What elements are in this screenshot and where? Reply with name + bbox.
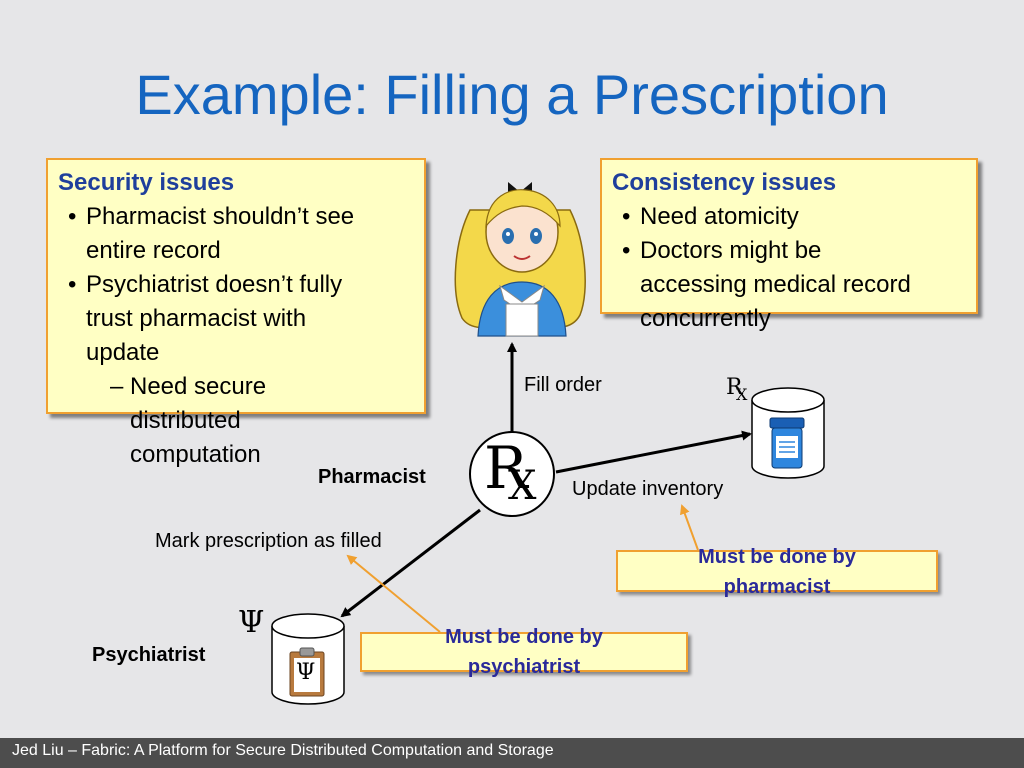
psychiatrist-note-arrow xyxy=(346,554,441,633)
psychiatrist-note-text: Must be done by psychiatrist xyxy=(360,622,688,682)
pharmacist-note-text: Must be done by pharmacist xyxy=(616,542,938,602)
psychiatrist-note-line-1: Must be done by xyxy=(445,626,603,648)
prescription-diagram xyxy=(271,182,825,705)
security-issues-text: Security issues Pharmacist shouldn’t see… xyxy=(58,166,428,472)
security-bullet-2-line-3: update xyxy=(86,339,160,366)
clipboard-psi-symbol: Ψ xyxy=(296,660,316,685)
consistency-issues-heading: Consistency issues xyxy=(612,169,837,196)
mark-filled-label: Mark prescription as filled xyxy=(155,530,382,552)
security-sub-line-3: computation xyxy=(130,441,261,468)
security-sub-bullet: Need secure distributed computation xyxy=(58,370,428,472)
small-rx-symbol: R X xyxy=(726,376,756,410)
prescription-circle xyxy=(469,431,555,517)
cartoon-girl-icon xyxy=(454,182,586,337)
consistency-bullet-2-line-3: concurrently xyxy=(640,305,771,332)
consistency-bullet-2: Doctors might be accessing medical recor… xyxy=(612,234,982,336)
small-rx-r-letter: R xyxy=(726,375,743,400)
consistency-bullet-1-line-1: Need atomicity xyxy=(640,203,799,230)
security-bullet-1-line-2: entire record xyxy=(86,237,221,264)
small-rx-x-letter: X xyxy=(736,385,748,404)
pharmacist-label: Pharmacist xyxy=(318,466,426,488)
consistency-bullet-2-line-1: Doctors might be xyxy=(640,237,822,264)
consistency-bullet-2-line-2: accessing medical record xyxy=(640,271,911,298)
fill-order-label: Fill order xyxy=(524,374,602,396)
security-bullet-2: Psychiatrist doesn’t fully trust pharmac… xyxy=(58,268,428,370)
psi-symbol: Ψ xyxy=(238,605,265,640)
mark-filled-arrow xyxy=(340,508,481,618)
security-issues-heading: Security issues xyxy=(58,169,235,196)
footer-text: Jed Liu – Fabric: A Platform for Secure … xyxy=(12,742,554,759)
rx-r-letter: R xyxy=(484,434,528,502)
slide-footer: Jed Liu – Fabric: A Platform for Secure … xyxy=(0,738,1024,768)
rx-symbol: R X xyxy=(480,436,550,516)
psychiatrist-label: Psychiatrist xyxy=(92,644,206,666)
security-bullet-2-line-2: trust pharmacist with xyxy=(86,305,307,332)
psychiatrist-note-line-2: psychiatrist xyxy=(467,656,581,678)
pill-bottle-database-icon xyxy=(751,387,825,479)
pharmacist-note-box xyxy=(616,550,938,592)
update-inventory-label: Update inventory xyxy=(572,478,724,500)
security-bullet-1-line-1: Pharmacist shouldn’t see xyxy=(86,203,355,230)
slide-title: Example: Filling a Prescription xyxy=(135,63,889,126)
security-sub-line-1: Need secure xyxy=(130,373,267,400)
security-bullet-1: Pharmacist shouldn’t see entire record xyxy=(58,200,428,268)
pharmacist-note-line-1: Must be done by xyxy=(698,546,856,568)
consistency-bullet-1: Need atomicity xyxy=(612,200,982,234)
security-sub-line-2: distributed xyxy=(130,407,241,434)
security-bullet-2-line-1: Psychiatrist doesn’t fully xyxy=(86,271,343,298)
clipboard-database-icon xyxy=(271,613,345,705)
pharmacist-note-arrow xyxy=(680,504,699,551)
psychiatrist-note-box xyxy=(360,632,688,672)
pharmacist-note-line-2: pharmacist xyxy=(723,576,831,598)
rx-x-letter: X xyxy=(508,463,537,509)
consistency-issues-text: Consistency issues Need atomicity Doctor… xyxy=(612,166,982,336)
update-inventory-arrow xyxy=(555,430,752,474)
